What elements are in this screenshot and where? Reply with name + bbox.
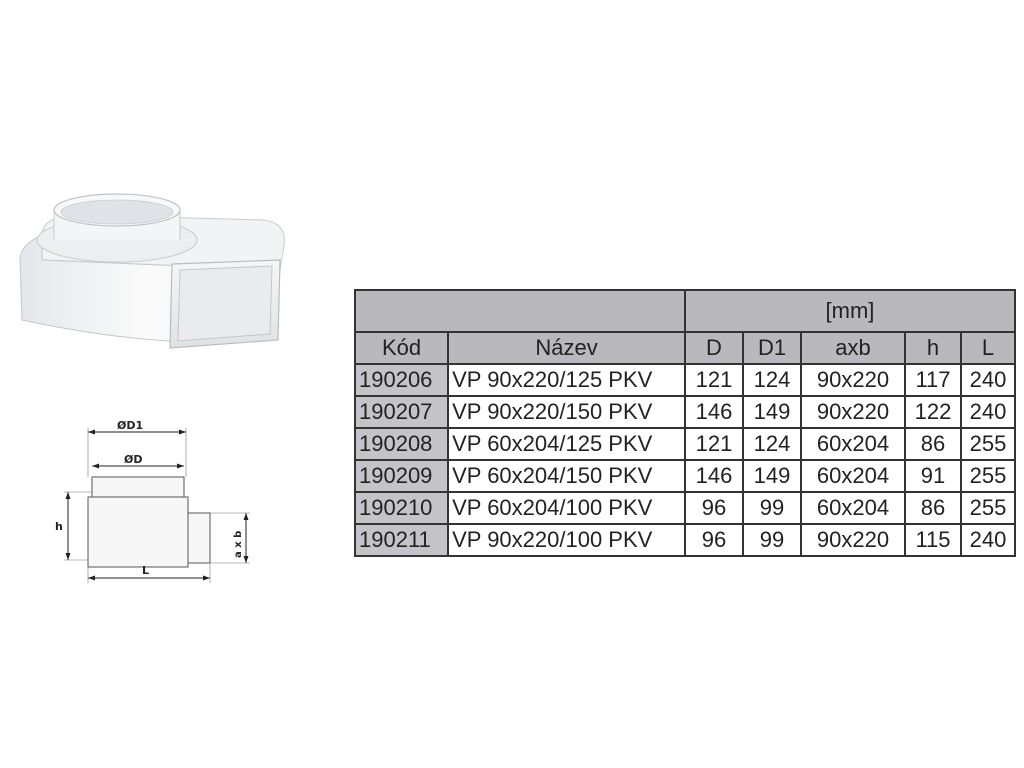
label-h: h [55, 520, 63, 533]
cell-name: VP 90x220/100 PKV [447, 523, 686, 557]
cell-code: 190206 [353, 363, 450, 397]
table-row: 190210 VP 60x204/100 PKV 96 99 60x204 86… [353, 491, 1016, 525]
cell-name: VP 90x220/125 PKV [447, 363, 686, 397]
unit-header: [mm] [684, 289, 1016, 333]
product-illustration [19, 193, 285, 349]
cell-name: VP 60x204/150 PKV [447, 459, 686, 493]
cell-code: 190207 [353, 395, 450, 429]
table-row: 190209 VP 60x204/150 PKV 146 149 60x204 … [353, 459, 1016, 493]
cell-l: 255 [960, 459, 1016, 493]
spec-table: [mm] Kód Název D D1 axb h L 190206 VP 90… [353, 289, 1016, 557]
cell-d1: 99 [742, 491, 802, 525]
cell-l: 240 [960, 395, 1016, 429]
cell-d1: 149 [742, 459, 802, 493]
header-kod: Kód [353, 331, 450, 365]
header-nazev: Název [447, 331, 686, 365]
cell-name: VP 60x204/125 PKV [447, 427, 686, 461]
cell-d: 121 [684, 363, 744, 397]
cell-h: 86 [904, 427, 962, 461]
cell-h: 122 [904, 395, 962, 429]
cell-d: 96 [684, 523, 744, 557]
label-l: L [142, 564, 149, 577]
unit-header-row: [mm] [354, 289, 1016, 333]
cell-l: 255 [960, 491, 1016, 525]
header-d: D [684, 331, 744, 365]
cell-h: 86 [904, 491, 962, 525]
cell-l: 255 [960, 427, 1016, 461]
dimension-drawing: ØD1 ØD h L a x b [55, 420, 250, 583]
cell-d1: 124 [742, 363, 802, 397]
table-row: 190208 VP 60x204/125 PKV 121 124 60x204 … [353, 427, 1016, 461]
cell-axb: 90x220 [800, 395, 906, 429]
cell-l: 240 [960, 523, 1016, 557]
cell-d: 121 [684, 427, 744, 461]
cell-d: 146 [684, 459, 744, 493]
cell-d: 96 [684, 491, 744, 525]
label-axb: a x b [233, 531, 244, 558]
table-row: 190211 VP 90x220/100 PKV 96 99 90x220 11… [353, 523, 1016, 557]
cell-d1: 99 [742, 523, 802, 557]
cell-code: 190209 [353, 459, 450, 493]
cell-l: 240 [960, 363, 1016, 397]
cell-code: 190208 [353, 427, 450, 461]
cell-name: VP 60x204/100 PKV [447, 491, 686, 525]
cell-d1: 149 [742, 395, 802, 429]
cell-h: 115 [904, 523, 962, 557]
header-h: h [904, 331, 962, 365]
cell-axb: 60x204 [800, 459, 906, 493]
cell-axb: 90x220 [800, 523, 906, 557]
cell-name: VP 90x220/150 PKV [447, 395, 686, 429]
header-d1: D1 [742, 331, 802, 365]
header-axb: axb [800, 331, 906, 365]
cell-d: 146 [684, 395, 744, 429]
cell-axb: 90x220 [800, 363, 906, 397]
column-header-row: Kód Název D D1 axb h L [353, 331, 1016, 365]
cell-code: 190211 [353, 523, 450, 557]
cell-h: 91 [904, 459, 962, 493]
cell-axb: 60x204 [800, 427, 906, 461]
table-row: 190207 VP 90x220/150 PKV 146 149 90x220 … [353, 395, 1016, 429]
label-d: ØD [124, 453, 142, 466]
cell-d1: 124 [742, 427, 802, 461]
cell-h: 117 [904, 363, 962, 397]
header-l: L [960, 331, 1016, 365]
blank-header-cell [354, 289, 686, 333]
cell-axb: 60x204 [800, 491, 906, 525]
table-row: 190206 VP 90x220/125 PKV 121 124 90x220 … [353, 363, 1016, 397]
label-d1: ØD1 [117, 420, 143, 432]
cell-code: 190210 [353, 491, 450, 525]
